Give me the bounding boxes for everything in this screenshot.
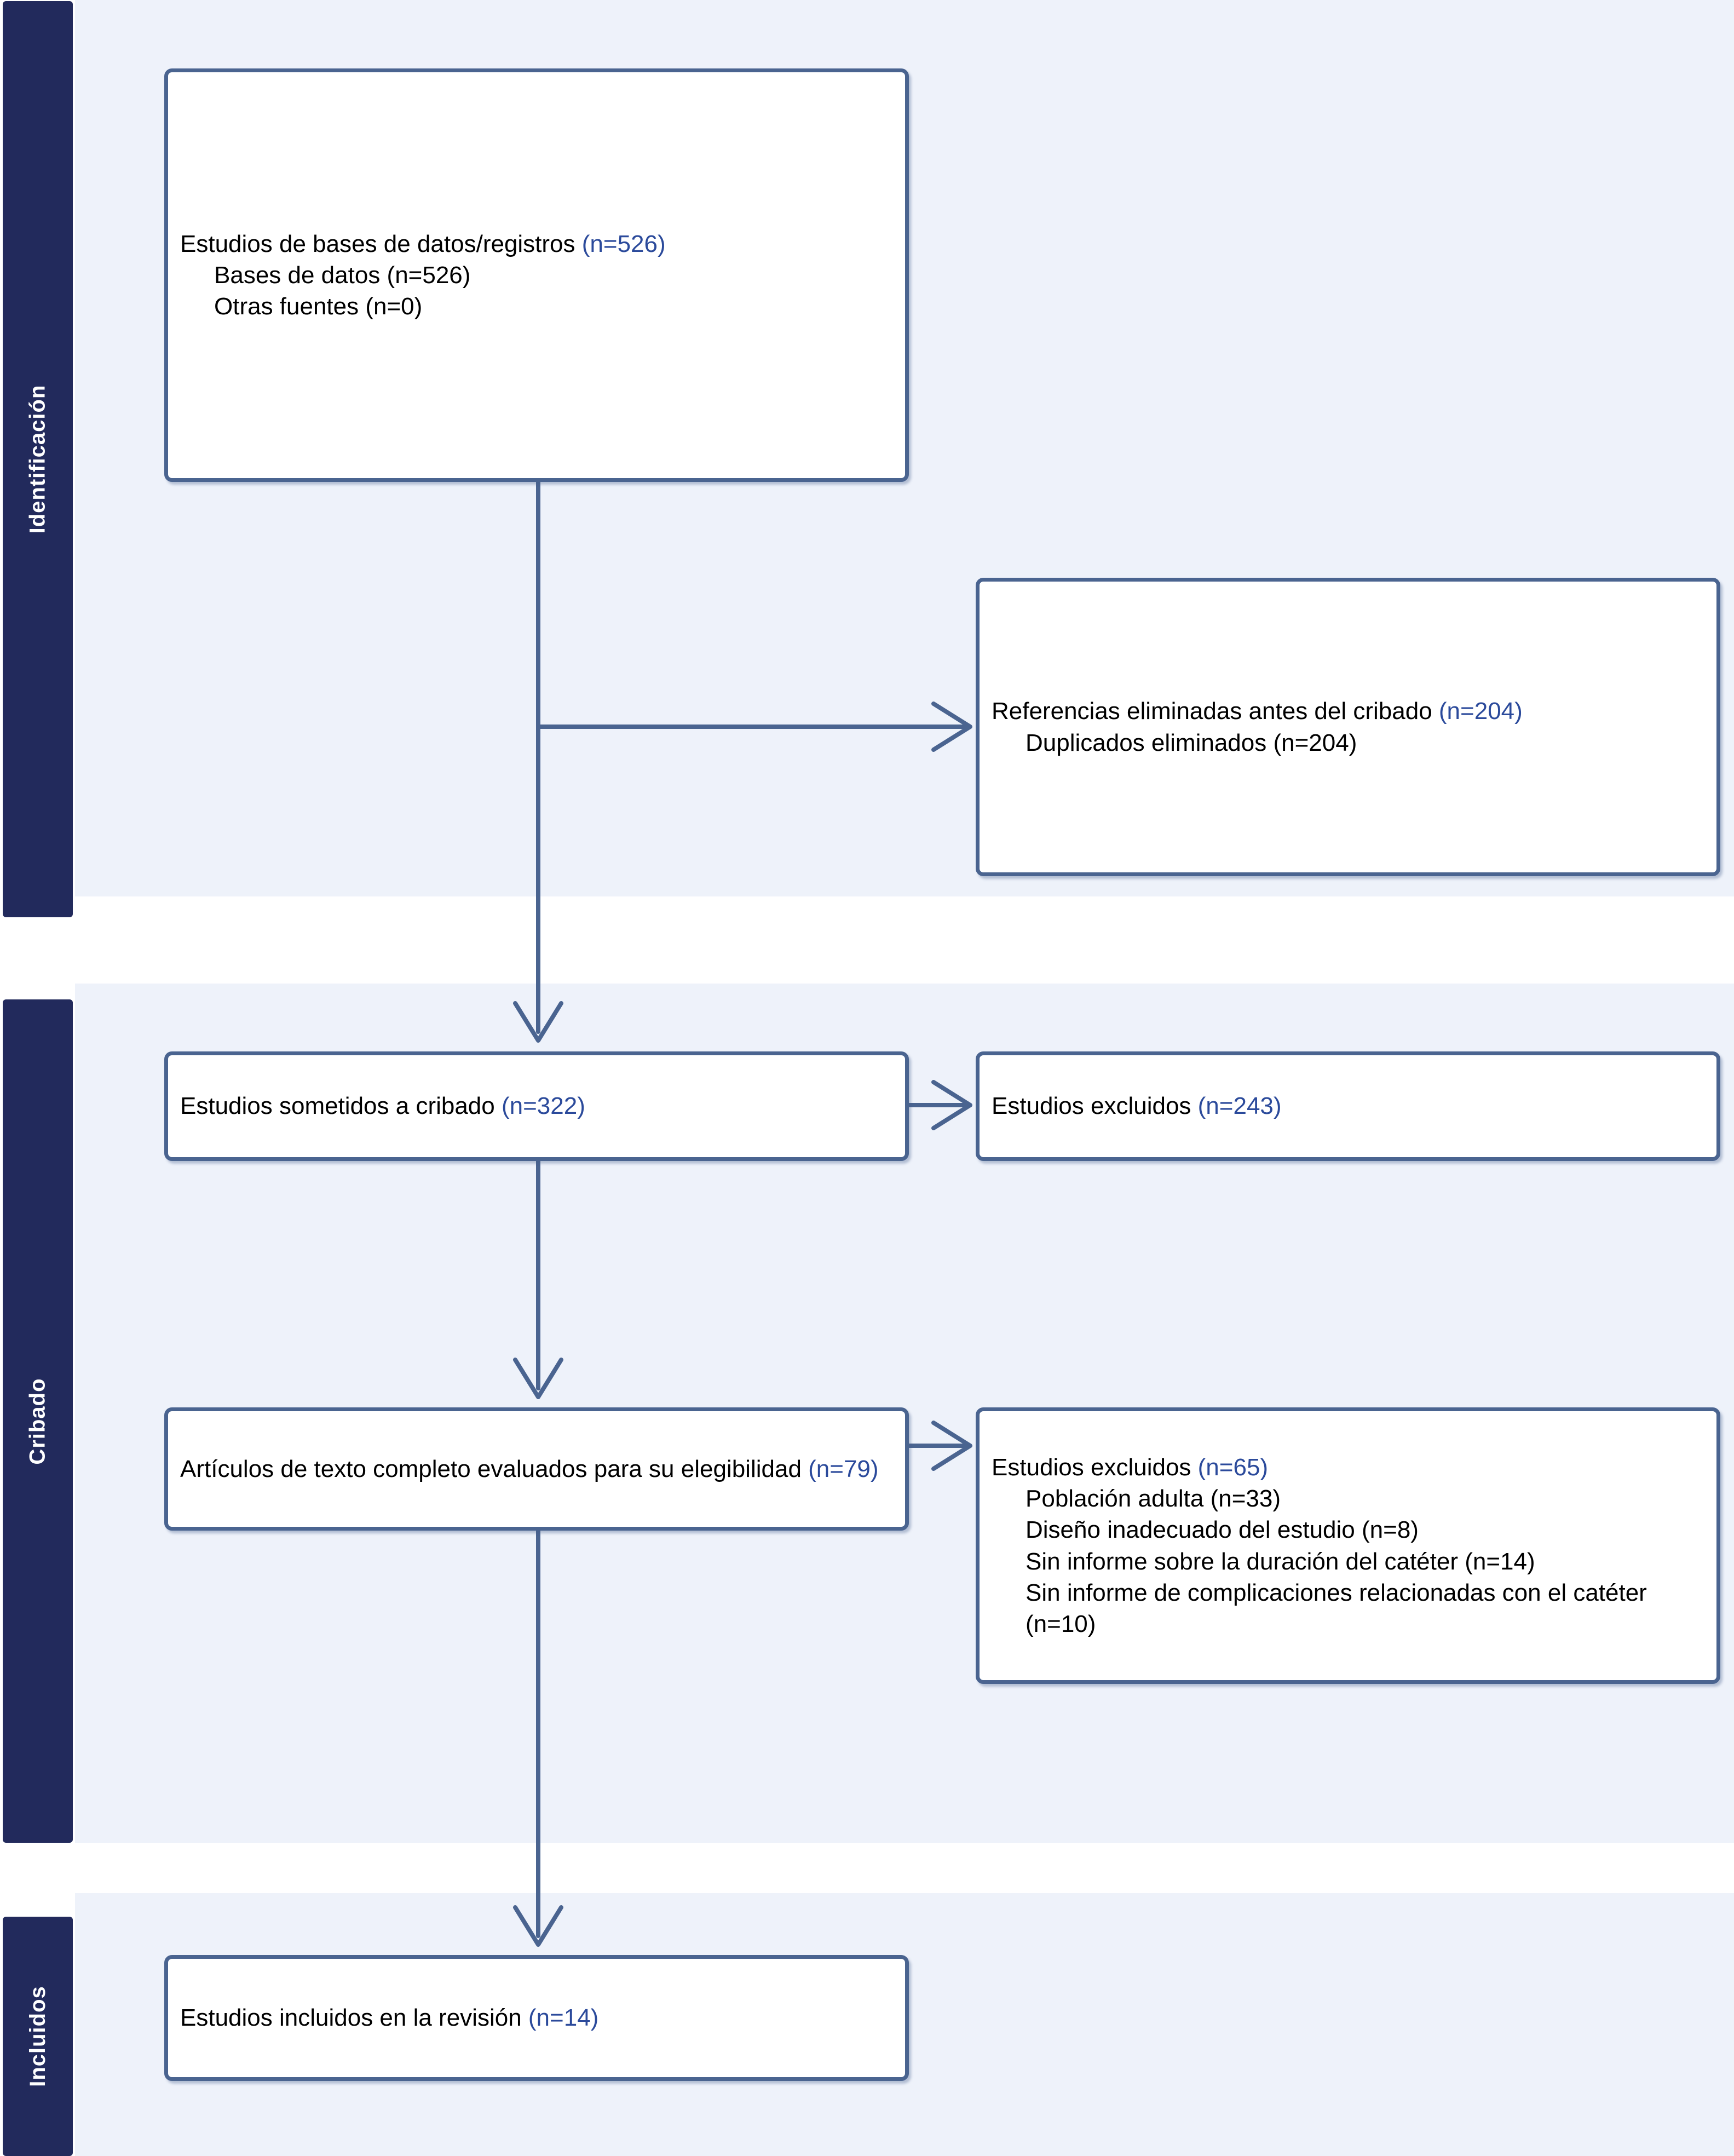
box-identificacion-line1-count: (n=526) — [581, 230, 666, 257]
box-excluidos-2-line1-count: (n=65) — [1197, 1453, 1269, 1481]
box-articulos-elegibilidad[interactable]: Artículos de texto completo evaluados pa… — [164, 1407, 909, 1531]
box-duplicados-line1-count: (n=204) — [1438, 698, 1523, 725]
box-excluidos-2-line1: Estudios excluidos (n=65) — [992, 1452, 1704, 1483]
box-elegibilidad-line1: Artículos de texto completo evaluados pa… — [180, 1453, 893, 1485]
box-excluidos-1-line1: Estudios excluidos (n=243) — [992, 1090, 1704, 1122]
box-incluidos-line1-count: (n=14) — [528, 2004, 599, 2032]
box-cribado-line1-text: Estudios sometidos a cribado — [180, 1093, 502, 1120]
box-excluidos-1-line1-count: (n=243) — [1197, 1093, 1282, 1120]
box-duplicados-line1-text: Referencias eliminadas antes del cribado — [992, 698, 1439, 725]
phase-label-identificacion: Identificación — [3, 1, 73, 917]
box-identificacion-line1: Estudios de bases de datos/registros (n=… — [180, 228, 893, 260]
box-estudios-cribado[interactable]: Estudios sometidos a cribado (n=322) — [164, 1051, 909, 1161]
phase-label-identificacion-text: Identificación — [25, 384, 50, 534]
box-elegibilidad-line1-count: (n=79) — [808, 1455, 879, 1482]
box-excluidos-2-reason: Población adulta (n=33) — [1026, 1485, 1281, 1513]
box-excluidos-2-line1-text: Estudios excluidos — [992, 1453, 1198, 1481]
box-referencias-eliminadas[interactable]: Referencias eliminadas antes del cribado… — [976, 578, 1720, 876]
box-identificacion-line1-text: Estudios de bases de datos/registros — [180, 230, 582, 257]
phase-label-cribado: Cribado — [3, 999, 73, 1843]
box-excluidos-2-reason: Sin informe sobre la duración del catéte… — [1026, 1548, 1535, 1575]
box-cribado-line1-count: (n=322) — [501, 1093, 585, 1120]
box-excluidos-2-reason: Sin informe de complicaciones relacionad… — [1026, 1579, 1647, 1637]
box-incluidos-line1-text: Estudios incluidos en la revisión — [180, 2004, 528, 2032]
box-incluidos-line1: Estudios incluidos en la revisión (n=14) — [180, 2002, 893, 2033]
box-elegibilidad-line1-text: Artículos de texto completo evaluados pa… — [180, 1455, 809, 1482]
phase-label-incluidos-text: Incluidos — [25, 1986, 50, 2087]
box-identificacion-line3: Otras fuentes (n=0) — [214, 293, 423, 320]
phase-label-cribado-text: Cribado — [25, 1377, 50, 1465]
box-cribado-line1: Estudios sometidos a cribado (n=322) — [180, 1090, 893, 1122]
box-estudios-incluidos[interactable]: Estudios incluidos en la revisión (n=14) — [164, 1955, 909, 2081]
box-identificacion[interactable]: Estudios de bases de datos/registros (n=… — [164, 68, 909, 482]
box-estudios-excluidos-cribado[interactable]: Estudios excluidos (n=243) — [976, 1051, 1720, 1161]
box-excluidos-1-line1-text: Estudios excluidos — [992, 1093, 1198, 1120]
box-estudios-excluidos-elegibilidad[interactable]: Estudios excluidos (n=65) Población adul… — [976, 1407, 1720, 1684]
box-duplicados-line1: Referencias eliminadas antes del cribado… — [992, 695, 1704, 727]
box-identificacion-line2: Bases de datos (n=526) — [214, 261, 471, 289]
box-duplicados-line2: Duplicados eliminados (n=204) — [1026, 729, 1357, 756]
box-excluidos-2-reason: Diseño inadecuado del estudio (n=8) — [1026, 1516, 1419, 1544]
phase-label-incluidos: Incluidos — [3, 1917, 73, 2156]
